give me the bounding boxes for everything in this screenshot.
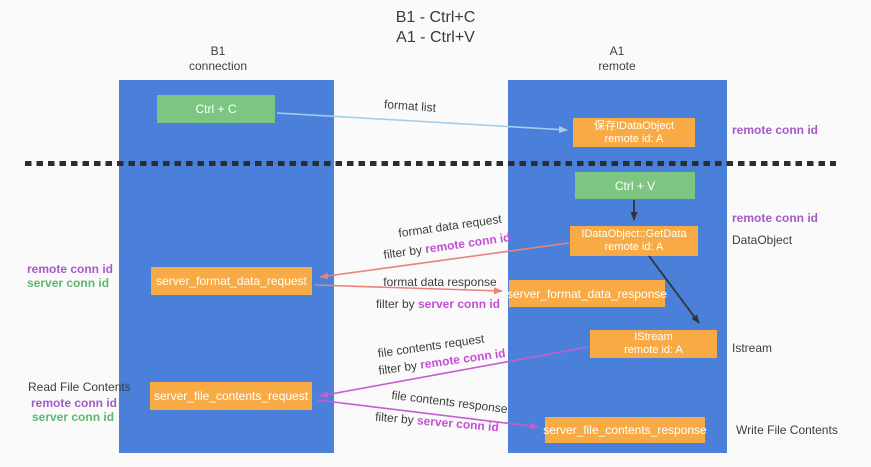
getdata-line2: remote id: A <box>604 241 664 253</box>
server-file-contents-request-box: server_file_contents_request <box>150 382 312 410</box>
left-column-name: B1 <box>210 44 226 58</box>
left-server-conn-id-label-2: server conn id <box>32 410 115 424</box>
ctrl-v-label: Ctrl + V <box>614 178 656 193</box>
filter-by-text: filter by <box>377 357 422 378</box>
dataobject-label: DataObject <box>732 233 793 247</box>
left-server-conn-id-label-1: server conn id <box>27 276 110 290</box>
save-dataobject-line2: remote id: A <box>604 132 664 145</box>
right-remote-conn-id-label-1: remote conn id <box>732 123 819 137</box>
write-file-contents-label: Write File Contents <box>736 423 838 437</box>
left-column-role: connection <box>188 59 248 73</box>
save-dataobject-line1: 保存IDataObject <box>593 119 675 132</box>
diagram-title: B1 - Ctrl+C A1 - Ctrl+V <box>0 8 871 48</box>
server-format-data-request-label: server_format_data_request <box>156 274 307 288</box>
left-remote-conn-id-label-1: remote conn id <box>27 262 114 276</box>
istream-side-label: Istream <box>732 341 773 355</box>
server-file-contents-response-label: server_file_contents_response <box>543 423 707 437</box>
left-remote-conn-id-label-2: remote conn id <box>31 396 118 410</box>
format-data-response-filter-label: filter by server conn id <box>373 297 503 311</box>
title-line-2: A1 - Ctrl+V <box>396 29 475 46</box>
istream-line2: remote id: A <box>624 344 683 356</box>
server-file-contents-request-label: server_file_contents_request <box>153 389 309 403</box>
right-column-name: A1 <box>609 44 625 58</box>
file-contents-response-filter-label: filter by server conn id <box>373 409 502 435</box>
ctrl-v-box: Ctrl + V <box>575 172 695 199</box>
istream-box: IStream remote id: A <box>590 330 717 358</box>
ctrl-c-label: Ctrl + C <box>195 102 237 116</box>
right-column-header: A1 remote <box>517 44 717 74</box>
right-remote-conn-id-label-2: remote conn id <box>732 211 819 225</box>
ctrl-c-box: Ctrl + C <box>157 95 275 123</box>
filter-by-text: filter by <box>382 242 427 262</box>
phase-divider-dashed-line <box>25 161 836 166</box>
server-file-contents-response-box: server_file_contents_response <box>543 417 707 443</box>
getdata-box: IDataObject::GetData remote id: A <box>570 226 698 256</box>
getdata-line1: IDataObject::GetData <box>581 228 687 240</box>
filter-by-text: filter by <box>375 297 418 311</box>
filter-by-text: filter by <box>374 409 418 428</box>
read-file-contents-label: Read File Contents <box>28 380 131 394</box>
server-format-data-response-label: server_format_data_response <box>506 286 668 301</box>
istream-line1: IStream <box>634 331 673 343</box>
server-format-data-request-box: server_format_data_request <box>151 267 312 295</box>
server-format-data-response-box: server_format_data_response <box>506 280 668 307</box>
server-conn-id-key: server conn id <box>417 297 501 311</box>
left-column-header: B1 connection <box>118 44 318 74</box>
server-conn-id-key: server conn id <box>416 413 500 435</box>
format-list-flow-label: format list <box>383 97 437 115</box>
format-data-response-flow-label: format data response <box>383 275 497 289</box>
save-dataobject-box: 保存IDataObject remote id: A <box>573 118 695 147</box>
right-column-role: remote <box>598 59 636 73</box>
title-line-1: B1 - Ctrl+C <box>395 9 476 26</box>
